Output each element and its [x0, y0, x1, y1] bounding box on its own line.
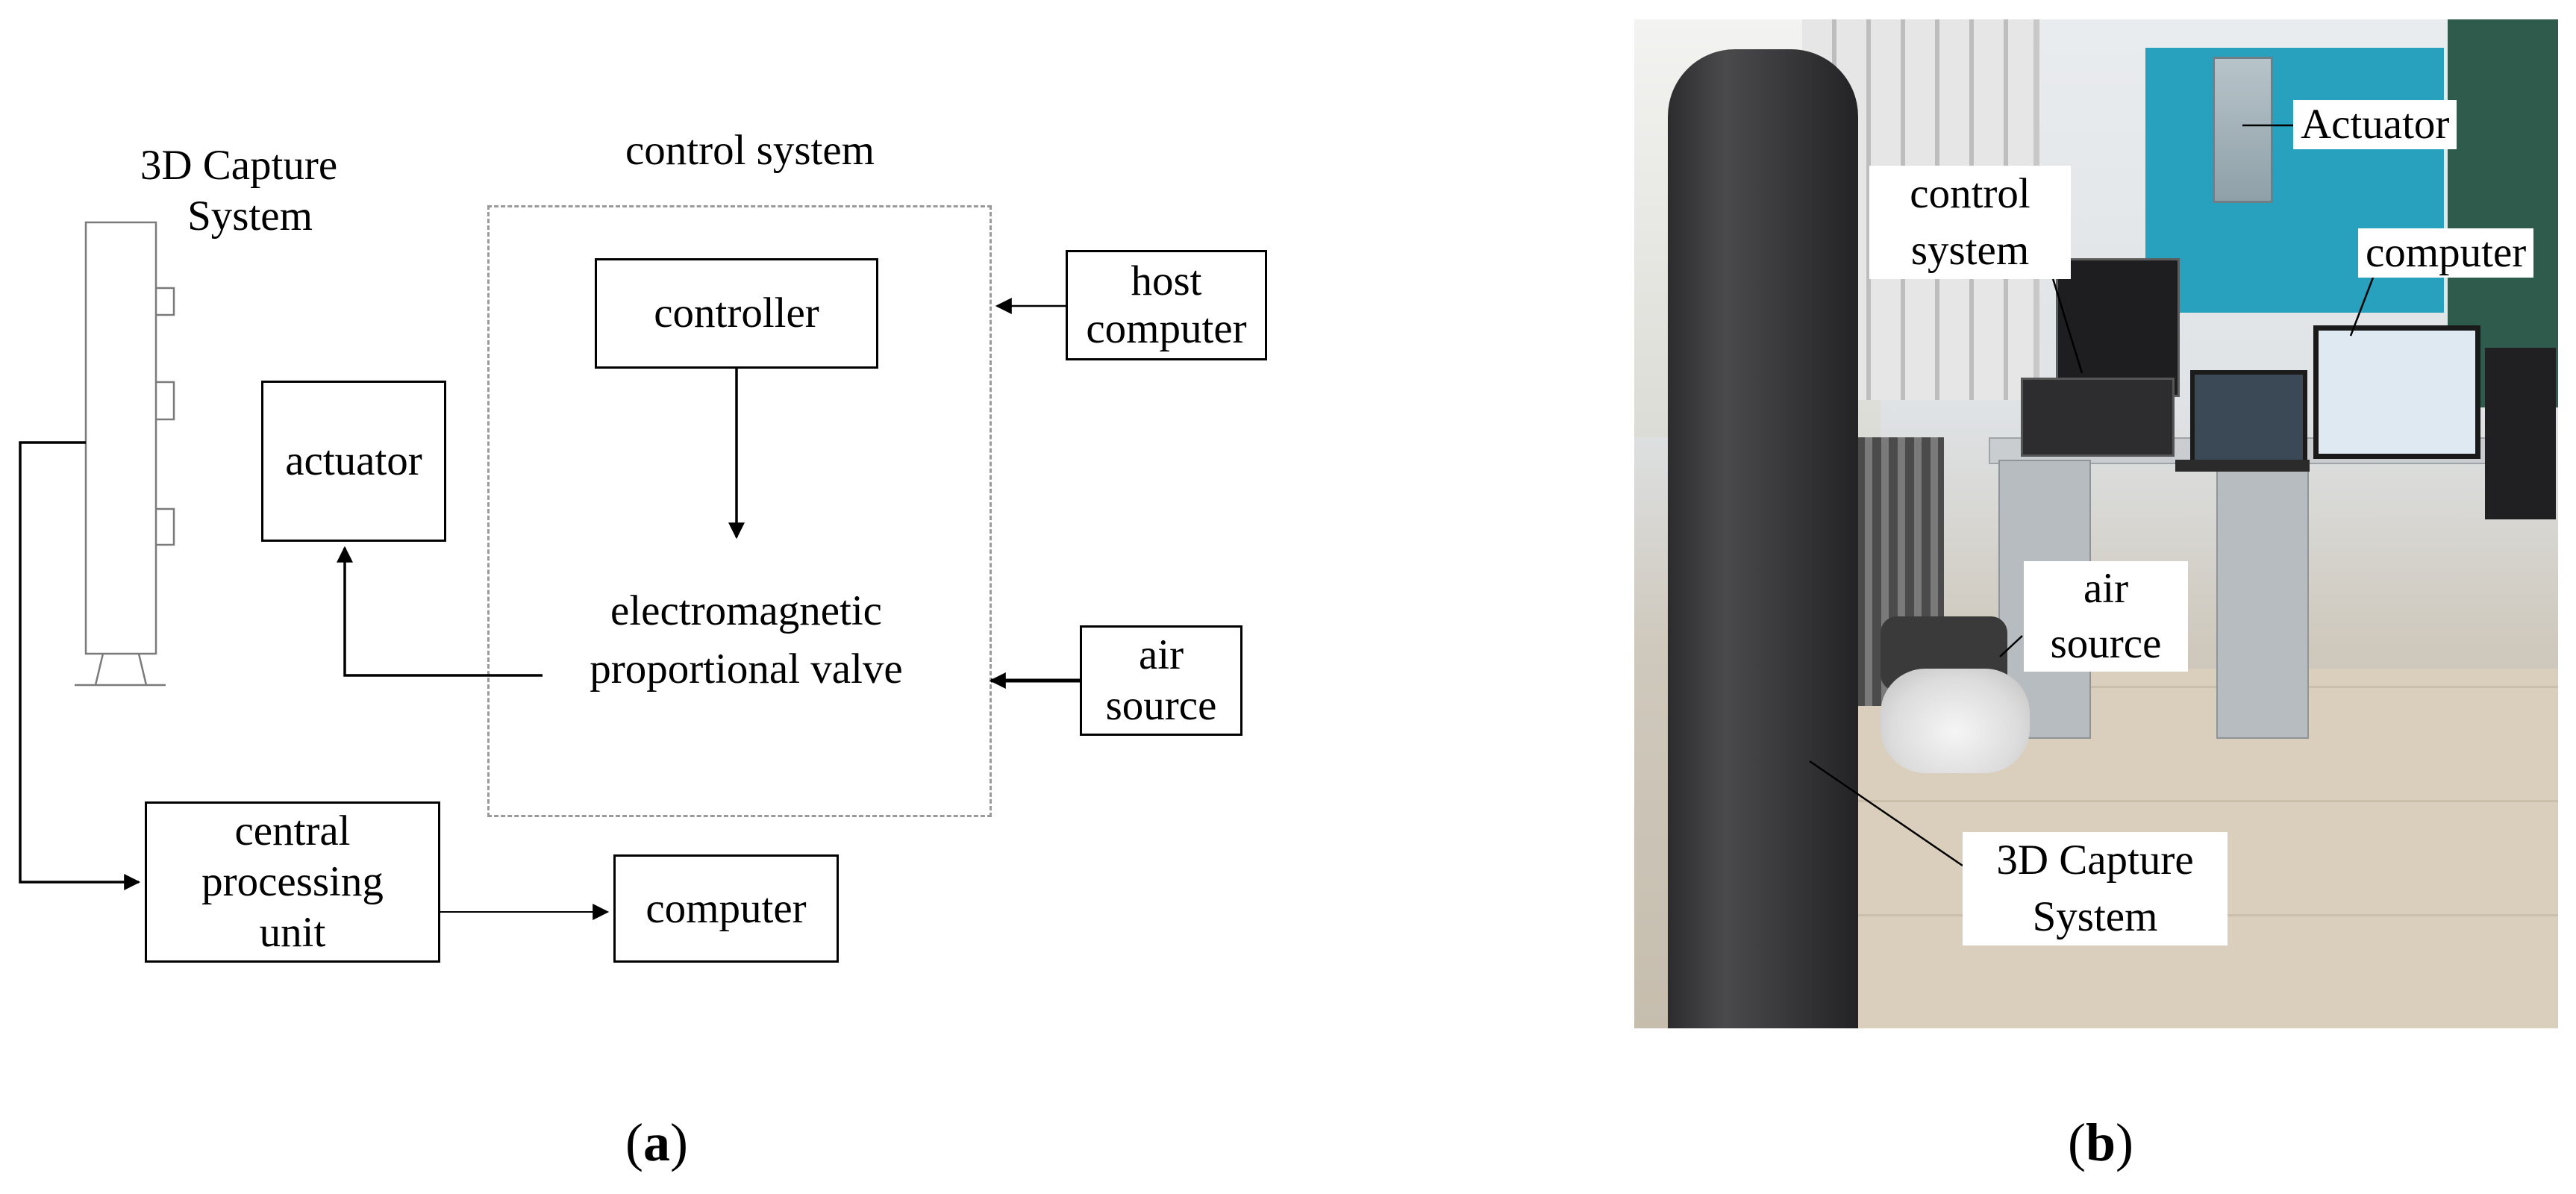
capture-system-title-line1: 3D Capture	[140, 142, 338, 189]
photo-laptop-base	[2175, 460, 2310, 472]
cpu-line2: processing	[201, 858, 384, 905]
air-source-box: air source	[1080, 625, 1242, 736]
photo-label-actuator: Actuator	[2293, 100, 2457, 149]
arrow-capture-to-cpu	[19, 441, 141, 890]
capture-system-drawing	[75, 221, 175, 687]
photo-label-capture-system-line2: System	[2032, 893, 2158, 940]
photo-pc-tower	[2485, 348, 2556, 519]
actuator-box: actuator	[261, 381, 446, 542]
host-computer-line2: computer	[1086, 305, 1247, 352]
leader-capture-system	[1809, 760, 1963, 867]
valve-label-line1: electromagnetic	[610, 587, 882, 634]
cpu-line1: central	[234, 807, 351, 854]
photo-capture-tower	[1668, 49, 1858, 1028]
photo-label-computer: computer	[2358, 228, 2534, 278]
capture-system-title: 3D Capture System	[119, 140, 358, 242]
photo-label-control-system: control system	[1869, 166, 2071, 279]
valve-label-line2: proportional valve	[590, 646, 903, 693]
photo-label-air-source-line1: air	[2083, 565, 2129, 612]
caption-b: (b)	[2067, 1113, 2133, 1172]
photo-label-control-system-line1: control	[1910, 170, 2031, 217]
photo-control-case-lid	[2056, 258, 2180, 397]
caption-a-letter: a	[643, 1113, 670, 1172]
photo-label-air-source-line2: source	[2050, 620, 2162, 667]
photo-control-case	[2021, 378, 2175, 457]
leader-control-system	[2051, 275, 2083, 374]
control-system-boundary	[487, 205, 992, 817]
air-source-line2: source	[1105, 682, 1217, 729]
lab-photo	[1634, 19, 2558, 1028]
cpu-line3: unit	[259, 909, 326, 956]
control-system-title: control system	[625, 127, 875, 174]
host-computer-box: host computer	[1066, 250, 1267, 360]
arrow-valve-to-actuator	[337, 546, 543, 677]
air-source-line1: air	[1138, 631, 1184, 678]
valve-label: electromagnetic proportional valve	[537, 582, 955, 698]
photo-monitor	[2313, 325, 2480, 459]
photo-air-compressor	[1881, 669, 2030, 773]
photo-label-capture-system-line1: 3D Capture	[1996, 837, 2194, 884]
caption-b-letter: b	[2085, 1113, 2116, 1172]
photo-desk-leg-right	[2216, 460, 2309, 739]
controller-box: controller	[595, 258, 878, 369]
caption-a: (a)	[625, 1113, 688, 1172]
photo-label-control-system-line2: system	[1910, 227, 2030, 274]
host-computer-line1: host	[1131, 257, 1202, 304]
photo-actuator-rig	[2213, 57, 2273, 203]
leader-air-source	[1999, 635, 2023, 657]
cpu-box: central processing unit	[145, 801, 440, 963]
computer-box: computer	[613, 854, 839, 963]
leader-computer	[2349, 277, 2375, 337]
capture-system-title-line2: System	[187, 193, 313, 240]
photo-label-capture-system: 3D Capture System	[1963, 832, 2228, 945]
photo-label-air-source: air source	[2024, 561, 2188, 672]
